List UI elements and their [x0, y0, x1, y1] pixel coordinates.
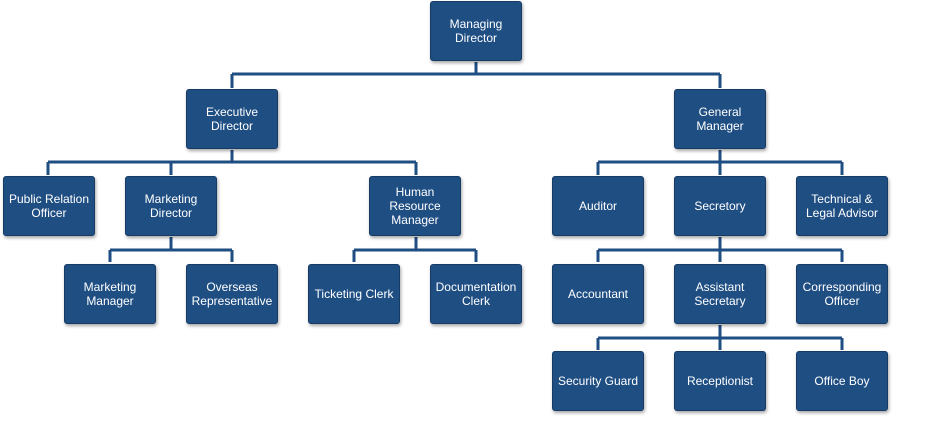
node-overseas-representative: Overseas Representative [186, 264, 278, 324]
node-technical-legal-advisor: Technical & Legal Advisor [796, 176, 888, 236]
node-documentation-clerk: Documentation Clerk [430, 264, 522, 324]
node-auditor: Auditor [552, 176, 644, 236]
node-public-relation-officer: Public Relation Officer [3, 176, 95, 236]
connector-mkd-children [108, 237, 234, 262]
node-marketing-director: Marketing Director [125, 176, 217, 236]
node-corresponding-officer: Corresponding Officer [796, 264, 888, 324]
connector-sec-children [596, 237, 844, 262]
connector-ed-children [46, 150, 418, 175]
node-accountant: Accountant [552, 264, 644, 324]
node-assistant-secretary: Assistant Secretary [674, 264, 766, 324]
node-office-boy: Office Boy [796, 351, 888, 411]
node-hr-manager: Human Resource Manager [369, 176, 461, 236]
node-receptionist: Receptionist [674, 351, 766, 411]
connector-gm-children [596, 150, 844, 175]
connector-hr-children [352, 237, 478, 262]
node-security-guard: Security Guard [552, 351, 644, 411]
node-secretory: Secretory [674, 176, 766, 236]
node-general-manager: General Manager [674, 89, 766, 149]
connector-md-children [230, 62, 722, 88]
node-marketing-manager: Marketing Manager [64, 264, 156, 324]
node-executive-director: Executive Director [186, 89, 278, 149]
node-managing-director: Managing Director [430, 1, 522, 61]
connector-asst-children [596, 325, 844, 350]
node-ticketing-clerk: Ticketing Clerk [308, 264, 400, 324]
